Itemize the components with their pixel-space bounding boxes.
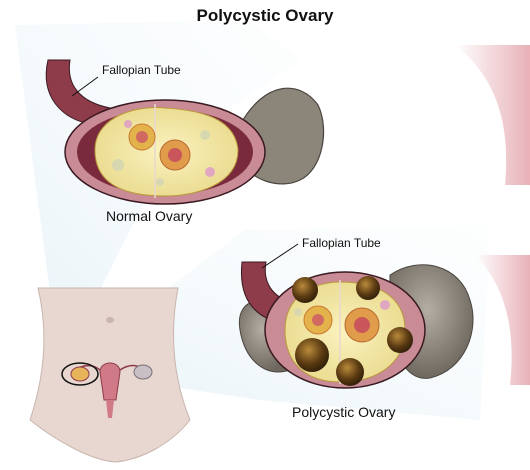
label-polycystic-ovary: Polycystic Ovary [292,404,396,420]
tissue-edge-bottom [475,255,530,385]
uterus [99,362,121,401]
cyst [387,327,413,353]
follicle [200,130,210,140]
leader-line-normal-tube [71,76,99,97]
cyst [292,277,318,303]
cyst [295,338,329,372]
follicle [136,131,148,143]
diagram-title: Polycystic Ovary [196,6,334,25]
follicle [205,167,215,177]
follicle [168,148,182,162]
leader-line-poly-tube [261,243,299,269]
follicle [354,317,370,333]
follicle [124,120,132,128]
follicle [380,300,390,310]
tissue-edge-top [455,45,530,185]
vagina [106,400,114,418]
navel [106,317,114,323]
cyst [356,276,380,300]
label-normal-ovary: Normal Ovary [106,208,193,224]
highlight-ring [61,362,99,386]
follicle [112,159,124,171]
follicle [156,178,164,186]
ovary-left-small [70,366,90,382]
follicle [294,308,302,316]
follicle [312,314,324,326]
cyst [336,358,364,386]
ovary-right-small [133,364,153,380]
label-normal-fallopian-tube: Fallopian Tube [102,63,181,77]
label-poly-fallopian-tube: Fallopian Tube [302,236,381,250]
